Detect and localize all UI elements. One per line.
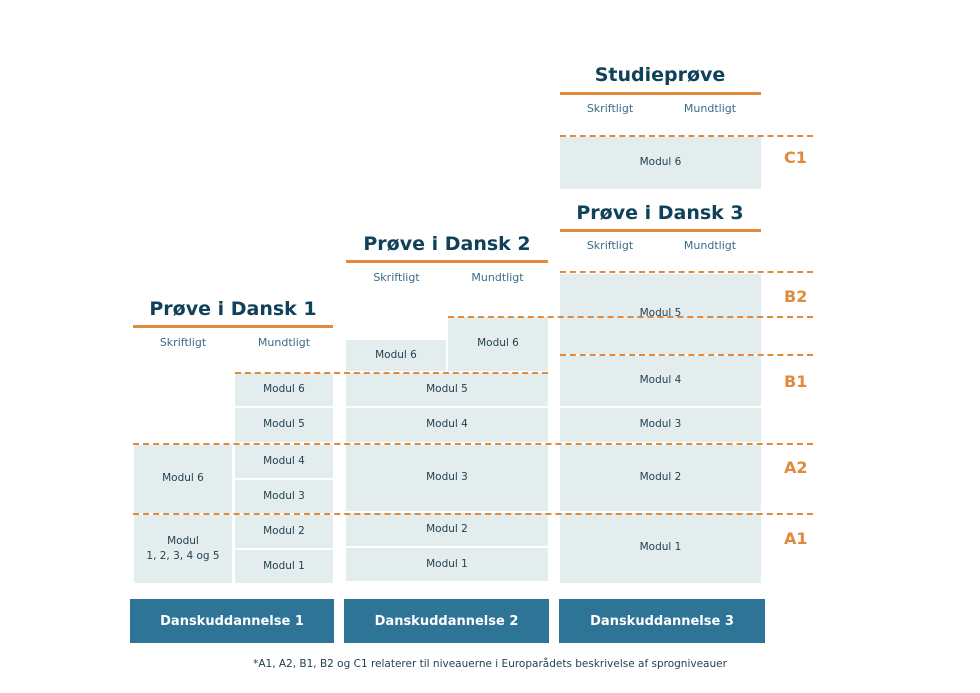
- studieprove-oral-label: Mundtligt: [683, 102, 737, 115]
- pd3-module-2: Modul 2: [560, 445, 761, 511]
- pd3-rule: [560, 229, 761, 232]
- level-label-b1: B1: [784, 372, 808, 391]
- pd1-oral-module-2: Modul 2: [235, 515, 333, 548]
- pd2-oral-module-6: Modul 6: [448, 317, 548, 371]
- level-line-b2-top: [560, 271, 813, 273]
- pd1-oral-module-1: Modul 1: [235, 550, 333, 583]
- pd2-module-5: Modul 5: [346, 373, 548, 406]
- level-label-b2: B2: [784, 287, 808, 306]
- pd1-written-module-6: Modul 6: [134, 445, 232, 513]
- pd1-oral-module-5: Modul 5: [235, 408, 333, 442]
- pd1-title: Prøve i Dansk 1: [149, 298, 317, 320]
- footnote: *A1, A2, B1, B2 og C1 relaterer til nive…: [253, 658, 727, 670]
- studieprove-written-label: Skriftligt: [586, 102, 634, 115]
- danskuddannelse-3-bar: Danskuddannelse 3: [559, 599, 765, 643]
- pd3-title: Prøve i Dansk 3: [576, 202, 744, 224]
- pd2-module-2: Modul 2: [346, 513, 548, 546]
- pd2-module-3: Modul 3: [346, 445, 548, 511]
- danskuddannelse-1-bar: Danskuddannelse 1: [130, 599, 334, 643]
- pd2-title: Prøve i Dansk 2: [363, 233, 531, 255]
- pd2-module-4: Modul 4: [346, 408, 548, 442]
- studieprove-rule: [560, 92, 761, 95]
- pd3-written-label: Skriftligt: [586, 239, 634, 252]
- pd1-written-label: Skriftligt: [159, 336, 207, 349]
- level-line-c1: [560, 135, 813, 137]
- level-line-a2-b1: [133, 443, 813, 445]
- level-line-a1-a2: [133, 513, 813, 515]
- studieprove-module-6: Modul 6: [560, 137, 761, 189]
- pd2-rule: [346, 260, 548, 263]
- level-line-b2-mid: [448, 316, 813, 318]
- pd1-oral-module-6: Modul 6: [235, 373, 333, 406]
- level-line-b1-b2-low: [235, 372, 548, 374]
- level-label-a2: A2: [784, 458, 808, 477]
- pd3-module-1: Modul 1: [560, 513, 761, 583]
- pd1-rule: [133, 325, 333, 328]
- level-label-a1: A1: [784, 529, 808, 548]
- pd3-module-5: Modul 5: [560, 274, 761, 354]
- pd2-oral-label: Mundtligt: [471, 271, 524, 284]
- pd3-module-3: Modul 3: [560, 408, 761, 442]
- level-label-c1: C1: [784, 148, 807, 167]
- studieprove-title: Studieprøve: [594, 64, 726, 86]
- pd2-module-1: Modul 1: [346, 548, 548, 581]
- pd1-module-combined-line2: 1, 2, 3, 4 og 5: [146, 550, 220, 562]
- pd1-module-combined: Modul 1, 2, 3, 4 og 5: [134, 515, 232, 583]
- pd1-oral-module-3: Modul 3: [235, 480, 333, 513]
- pd1-oral-module-4: Modul 4: [235, 445, 333, 478]
- pd1-oral-label: Mundtligt: [257, 336, 311, 349]
- pd2-written-label: Skriftligt: [373, 271, 420, 284]
- pd1-module-combined-line1: Modul: [167, 534, 199, 547]
- pd2-written-module-6: Modul 6: [346, 340, 446, 371]
- pd3-oral-label: Mundtligt: [683, 239, 737, 252]
- danskuddannelse-2-bar: Danskuddannelse 2: [344, 599, 549, 643]
- pd3-module-4: Modul 4: [560, 356, 761, 406]
- level-line-b1-b2-high: [560, 354, 813, 356]
